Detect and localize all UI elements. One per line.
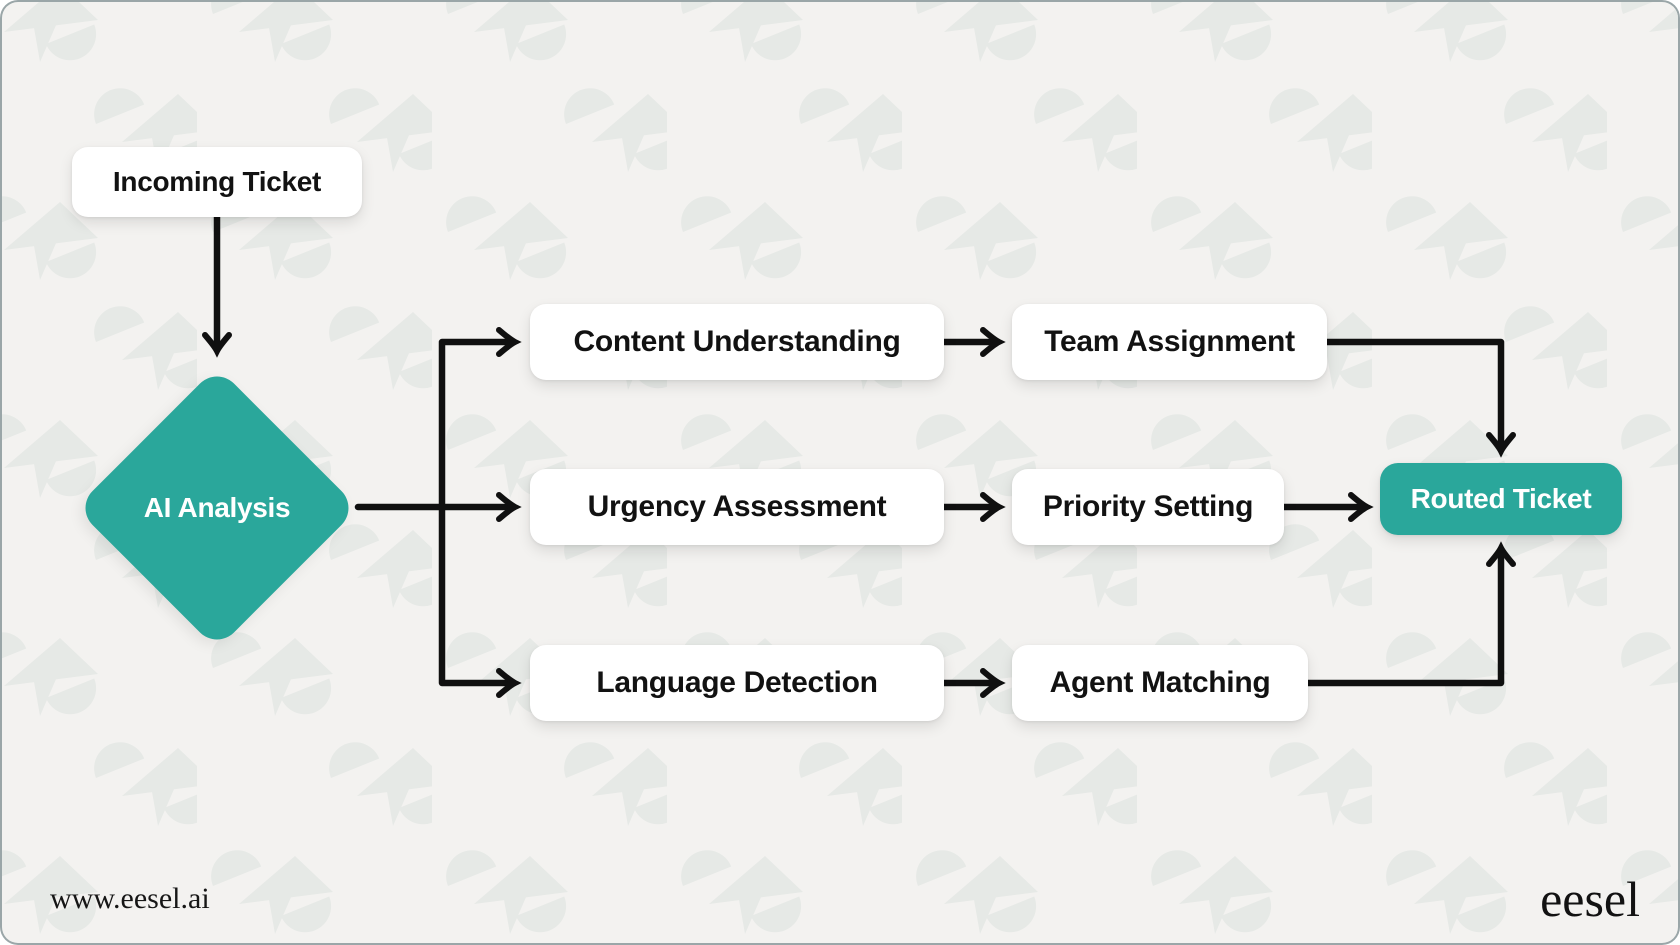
node-language-detection-label: Language Detection [596, 666, 878, 699]
node-routed-ticket: Routed Ticket [1380, 463, 1622, 535]
node-priority-setting: Priority Setting [1012, 469, 1284, 545]
node-agent-matching-label: Agent Matching [1049, 666, 1271, 699]
node-ai-analysis: AI Analysis [75, 366, 359, 650]
node-content-understanding-label: Content Understanding [573, 325, 901, 358]
node-team-assignment: Team Assignment [1012, 304, 1327, 380]
node-routed-ticket-label: Routed Ticket [1410, 483, 1592, 514]
node-language-detection: Language Detection [530, 645, 944, 721]
arrow-team-to-routed [1323, 338, 1516, 458]
node-incoming-ticket: Incoming Ticket [72, 147, 362, 217]
node-content-understanding: Content Understanding [530, 304, 944, 380]
node-urgency-assessment: Urgency Assessment [530, 469, 944, 545]
arrow-agent-to-routed [1304, 541, 1516, 687]
node-incoming-ticket-label: Incoming Ticket [112, 166, 322, 197]
node-priority-setting-label: Priority Setting [1042, 490, 1254, 523]
node-ai-analysis-label: AI Analysis [143, 492, 291, 523]
footer-website-url: www.eesel.ai [50, 882, 210, 915]
arrow-analysis-to-language [438, 503, 522, 698]
eesel-logo-wordmark: eesel [1540, 871, 1640, 927]
node-team-assignment-label: Team Assignment [1044, 325, 1295, 358]
node-urgency-assessment-label: Urgency Assessment [587, 490, 887, 523]
arrow-analysis-to-content [438, 327, 522, 511]
node-agent-matching: Agent Matching [1012, 645, 1308, 721]
